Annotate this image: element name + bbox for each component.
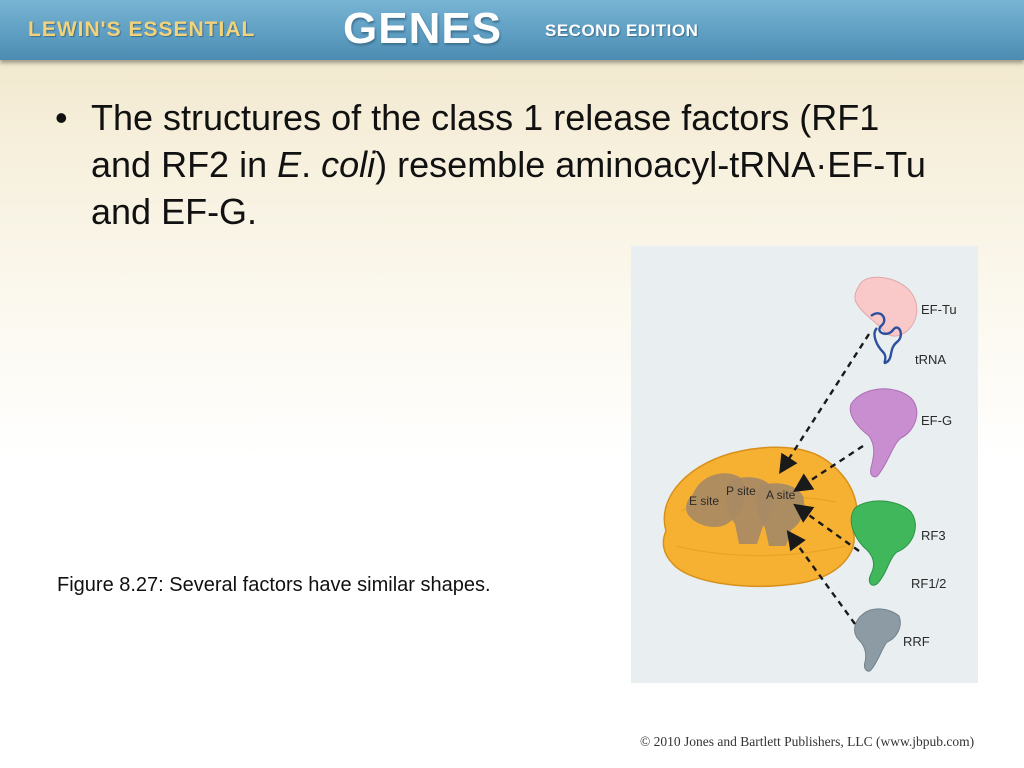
label-rf12: RF1/2 [911, 576, 947, 591]
bullet-text: The structures of the class 1 release fa… [91, 97, 926, 232]
label-rrf: RRF [903, 634, 930, 649]
arrow-rrf [786, 530, 856, 625]
arrow-ef-tu [779, 333, 871, 475]
brand-genes: GENES [343, 4, 503, 53]
label-e-site: E site [689, 494, 720, 508]
arrow-rf3 [793, 503, 860, 552]
label-ef-tu: EF-Tu [921, 302, 957, 317]
figure-illustration [662, 276, 918, 672]
label-p-site: P site [726, 484, 756, 498]
bullet-marker: • [55, 97, 68, 138]
trna-squiggle [870, 312, 903, 365]
rrf-shape [854, 608, 901, 672]
italic-coli: coli [321, 144, 376, 185]
title-banner: LEWIN'S ESSENTIAL GENES SECOND EDITION [0, 0, 1024, 60]
brand-lewins-essential: LEWIN'S ESSENTIAL [28, 18, 256, 41]
italic-e: E [277, 144, 302, 185]
arrow-ef-g [792, 444, 864, 492]
copyright-notice: © 2010 Jones and Bartlett Publishers, LL… [640, 734, 975, 749]
figure-caption: Figure 8.27: Several factors have simila… [57, 574, 491, 596]
label-rf3: RF3 [921, 528, 946, 543]
label-a-site: A site [766, 488, 796, 502]
a-site-shape [756, 483, 805, 546]
rf3-shape [850, 500, 916, 586]
label-trna: tRNA [915, 352, 947, 367]
ef-g-shape [849, 388, 918, 478]
label-ef-g: EF-G [921, 413, 953, 428]
ef-tu-shape [854, 276, 918, 337]
brand-edition: SECOND EDITION [545, 21, 699, 40]
figure-factor-shapes: EF-Tu tRNA EF-G RF3 RF1/2 RRF E site P s… [631, 246, 978, 683]
